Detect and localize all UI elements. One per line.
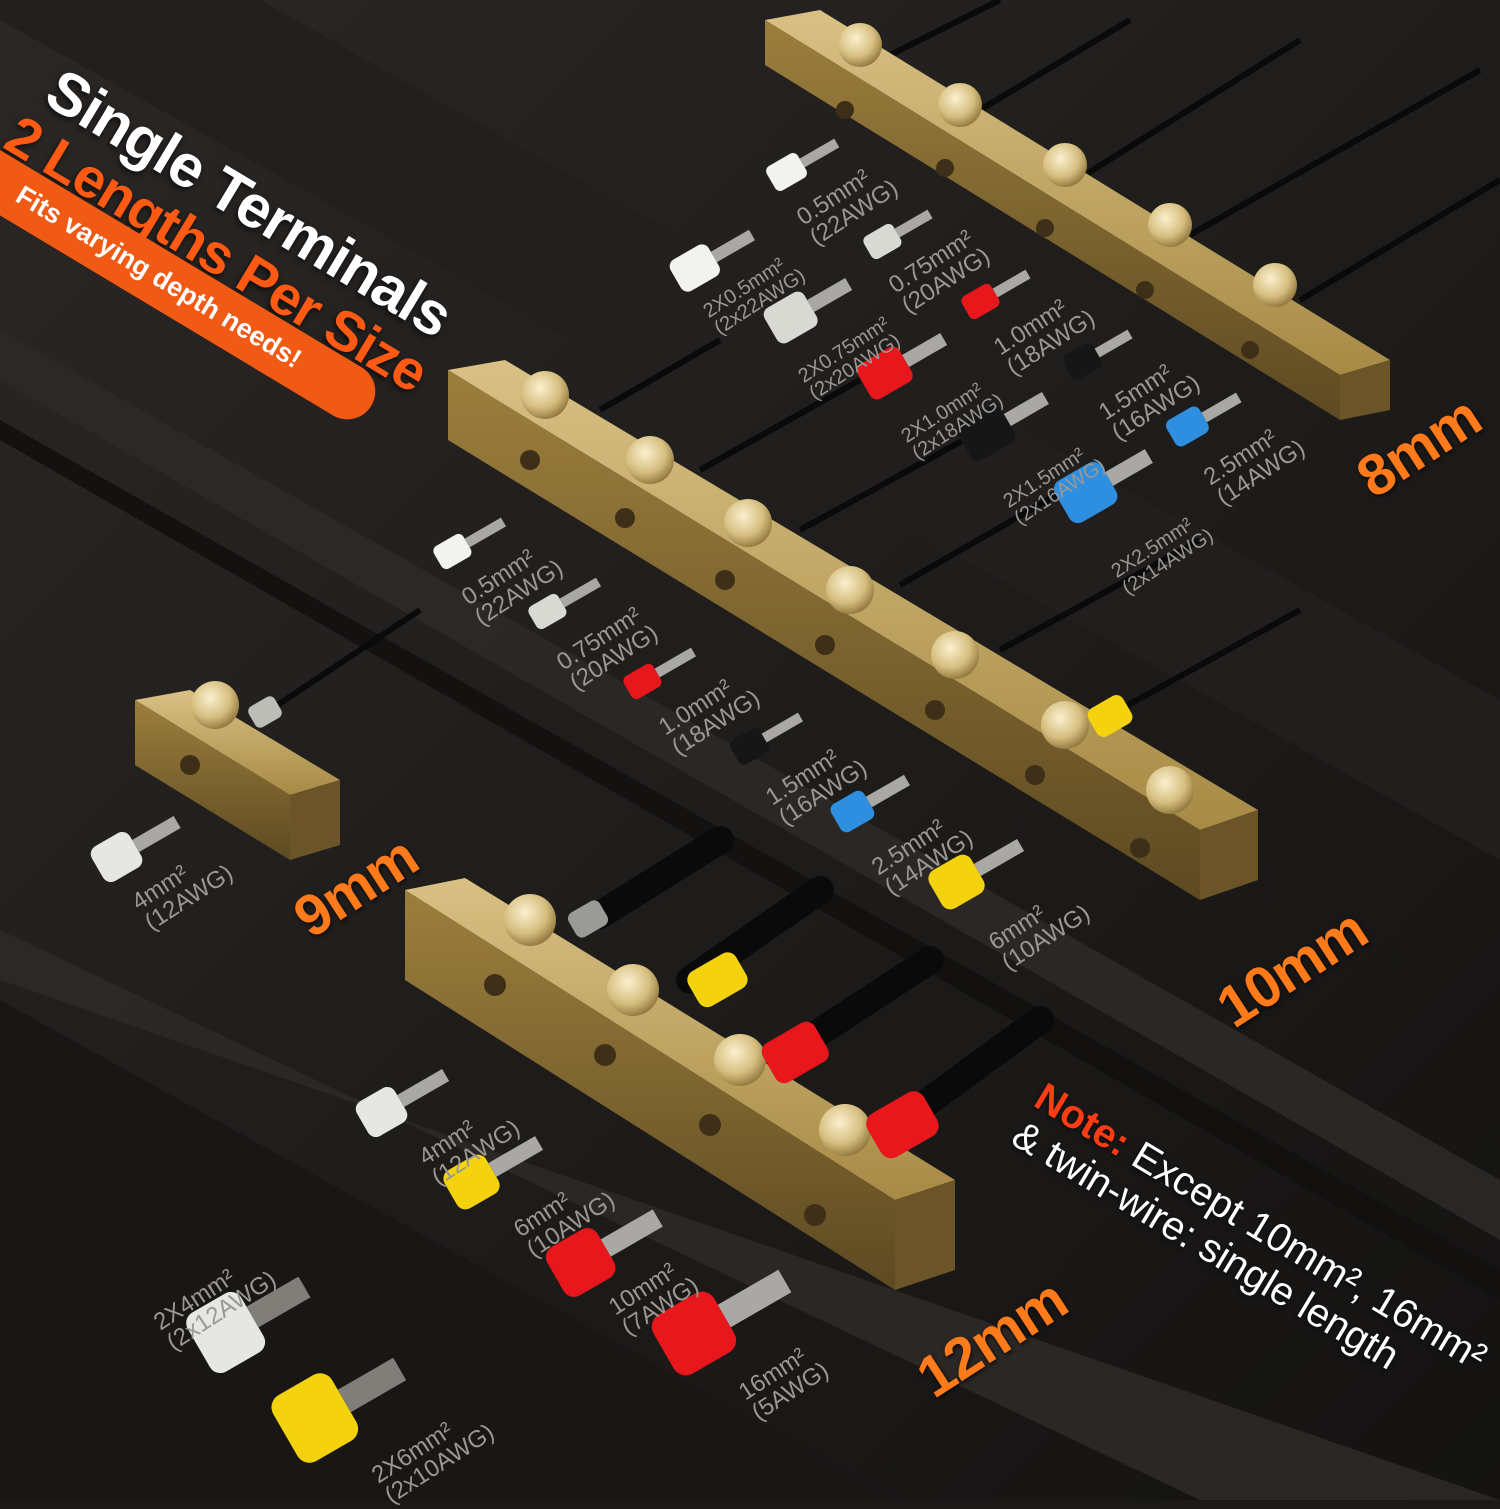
terminal-block-9mm: [135, 690, 340, 860]
loose-ferrules: [90, 138, 1242, 1463]
screws: [191, 23, 1297, 1156]
inserted-ferrules: [248, 695, 1133, 1159]
terminal-block-8mm: [765, 10, 1390, 420]
terminal-block-12mm: [405, 878, 955, 1290]
wires: [268, 0, 1500, 718]
holes: [180, 101, 1259, 1226]
